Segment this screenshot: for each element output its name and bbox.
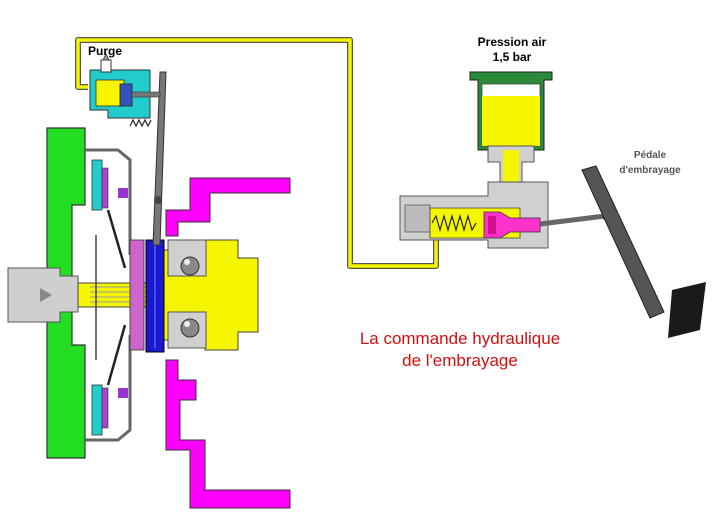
clutch-fork <box>152 71 167 246</box>
pression-label-line2: 1,5 bar <box>493 50 532 64</box>
clutch-disc <box>145 239 165 353</box>
pressure-plate-cover <box>85 148 132 442</box>
diagram-title-line2: de l'embrayage <box>402 351 518 370</box>
pedal-pad <box>668 282 706 338</box>
master-cylinder <box>399 181 549 249</box>
slave-cylinder <box>89 69 161 128</box>
crankshaft-hub <box>7 267 79 323</box>
pression-label-line1: Pression air <box>478 35 547 49</box>
bleed-screw-icon <box>100 53 112 73</box>
diagram-title-line1: La commande hydraulique <box>360 329 560 348</box>
purge-label: Purge <box>88 44 122 58</box>
hydraulic-line <box>75 37 439 269</box>
fluid-reservoir <box>469 71 553 186</box>
pedale-label-line2: d'embrayage <box>619 165 681 176</box>
release-bearing <box>129 239 259 351</box>
gearbox-housing <box>165 177 291 509</box>
input-shaft <box>77 282 159 308</box>
pedal-assembly <box>539 165 665 319</box>
pedale-label-line1: Pédale <box>634 150 667 161</box>
